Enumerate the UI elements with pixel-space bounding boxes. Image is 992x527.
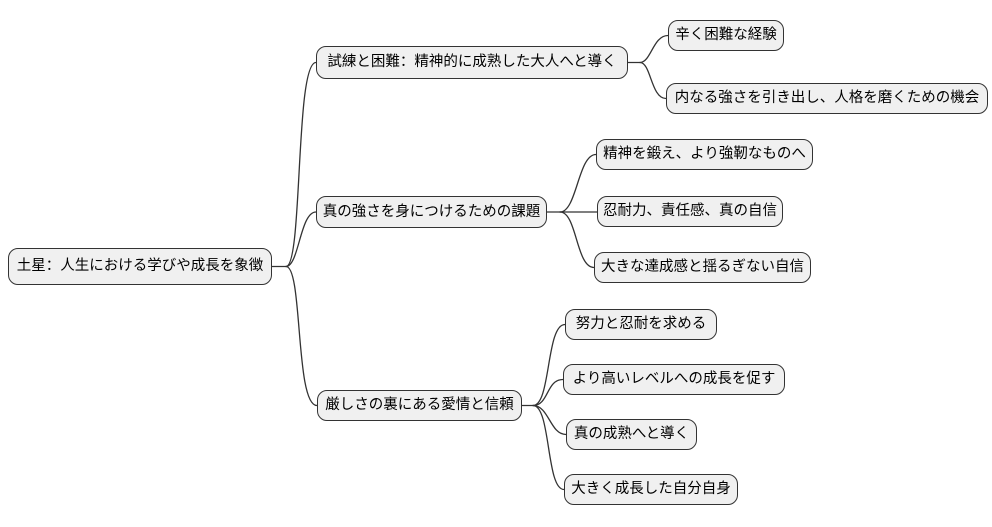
edge-root-branch2 xyxy=(285,211,317,268)
mindmap-leaf-node: 大きく成長した自分自身 xyxy=(564,474,738,505)
mindmap-leaf-node: 大きな達成感と揺るぎない自信 xyxy=(594,252,811,283)
mindmap-leaf-node: より高いレベルへの成長を促す xyxy=(563,364,785,395)
edge-root-branch1 xyxy=(285,61,317,268)
mindmap-leaf-node: 真の成熟へと導く xyxy=(566,419,697,450)
mindmap-leaf-node: 忍耐力、責任感、真の自信 xyxy=(597,196,783,227)
edge-b2-child1 xyxy=(559,153,597,213)
edge-b1-child2 xyxy=(639,61,667,100)
edge-b2-child3 xyxy=(559,211,595,269)
edge-root-branch3 xyxy=(285,265,318,407)
edge-b1-child1 xyxy=(639,34,669,64)
edge-b3-child1 xyxy=(532,323,566,407)
edge-b3-child2 xyxy=(532,378,564,407)
mindmap-leaf-node: 辛く困難な経験 xyxy=(668,20,784,51)
edge-b3-child3 xyxy=(532,404,567,436)
mindmap-leaf-node: 精神を鍛え、より強靭なものへ xyxy=(596,139,813,170)
mindmap-leaf-node: 内なる強さを引き出し、人格を磨くための機会 xyxy=(666,83,988,114)
mindmap-branch-node: 厳しさの裏にある愛情と信頼 xyxy=(317,390,522,421)
mindmap-leaf-node: 努力と忍耐を求める xyxy=(565,309,717,340)
mindmap-branch-node: 真の強さを身につけるための課題 xyxy=(316,196,547,228)
mindmap-root-node: 土星：人生における学びや成長を象徴 xyxy=(8,248,272,285)
edge-b3-child4 xyxy=(532,404,565,491)
mindmap-branch-node: 試練と困難：精神的に成熟した大人へと導く xyxy=(316,46,628,79)
